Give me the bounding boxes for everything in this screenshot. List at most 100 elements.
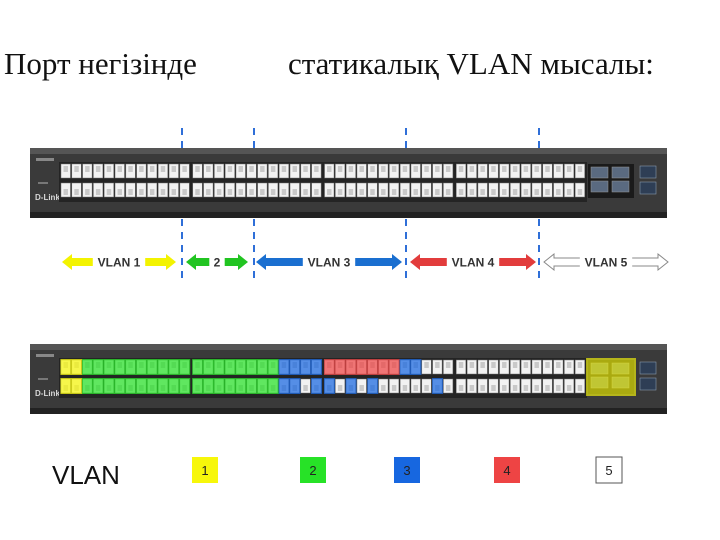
bottom-switch-vlan-overlay [388, 359, 400, 375]
bottom-switch-vlan-overlay [125, 359, 137, 375]
top-switch-port-slot [238, 189, 243, 195]
bottom-switch-vlan-overlay [345, 359, 357, 375]
top-switch-port-slot [359, 166, 364, 172]
top-switch-port-slot [292, 189, 297, 195]
top-switch-port-slot [314, 166, 319, 172]
top-switch-port-slot [566, 189, 572, 195]
top-switch-port-slot [491, 166, 496, 172]
top-switch-port-slot [128, 166, 133, 172]
top-switch-port-slot [85, 166, 90, 172]
bottom-switch-vlan-overlay [432, 378, 444, 394]
top-switch-port-slot [117, 189, 122, 195]
top-switch-port-slot [337, 189, 343, 195]
bottom-switch-port-slot [534, 362, 539, 368]
bottom-switch-port-slot [458, 385, 464, 391]
top-switch-port-slot [435, 189, 440, 195]
top-switch-port-slot [435, 166, 440, 172]
bottom-switch-port-slot [577, 362, 583, 368]
switch-top-body: D-Link [30, 148, 667, 218]
bottom-switch-vlan-overlay [267, 359, 279, 375]
bottom-switch-vlan-overlay [278, 359, 290, 375]
bottom-switch-vlan-overlay [202, 378, 214, 394]
top-switch-port-slot [74, 189, 79, 195]
bottom-switch-vlan-overlay [192, 378, 204, 394]
legend-swatch [595, 456, 623, 484]
top-switch-port-slot [337, 166, 343, 172]
bottom-switch-port-slot [512, 385, 518, 391]
top-switch-port-slot [149, 166, 155, 172]
top-switch-port-slot [95, 189, 101, 195]
top-switch-port-slot [249, 189, 254, 195]
bottom-switch-vlan-overlay [356, 359, 368, 375]
legend-swatch [192, 457, 218, 483]
top-switch-port-slot [348, 166, 354, 172]
bottom-switch-vlan-overlay [146, 378, 158, 394]
bottom-switch-vlan-overlay [224, 359, 236, 375]
bottom-switch-vlan-overlay [136, 359, 148, 375]
vlan-arrow-label-bg [209, 254, 225, 270]
top-switch-port-slot [512, 189, 518, 195]
top-switch-port-slot [458, 166, 464, 172]
vlan-arrow-label-bg [92, 254, 146, 270]
top-switch-status-led [38, 182, 48, 184]
bottom-switch-port-slot [359, 385, 364, 391]
bottom-switch-port-slot [502, 385, 507, 391]
bottom-switch-vlan-overlay [267, 378, 279, 394]
top-switch-console-port [639, 165, 657, 179]
bottom-switch-port-slot [480, 385, 485, 391]
title-part-1: Порт негізінде [4, 46, 197, 81]
bottom-switch-console-port [639, 361, 657, 375]
title-part-2: статикалық VLAN мысалы: [288, 46, 654, 81]
bottom-switch-vlan-overlay [92, 359, 104, 375]
top-switch-port-slot [523, 189, 529, 195]
bottom-switch-port-slot [566, 362, 572, 368]
top-switch-port-slot [195, 189, 200, 195]
bottom-switch-port-slot [469, 362, 475, 368]
vlan-arrow-label: VLAN 4 [452, 256, 495, 270]
top-switch-port-slot [534, 189, 539, 195]
top-switch-port-slot [195, 166, 200, 172]
top-switch-bottom-edge [30, 212, 667, 218]
bottom-switch-vlan-overlay [157, 359, 169, 375]
top-switch-console-port [639, 181, 657, 195]
vlan-arrow-label-bg [579, 254, 633, 270]
top-switch-port-slot [545, 189, 550, 195]
legend-label: 4 [503, 463, 510, 478]
bottom-switch-port-slot [402, 385, 408, 391]
bottom-switch-vlan-overlay [367, 378, 379, 394]
top-switch-port-slot [303, 166, 308, 172]
bottom-switch-port-slot [424, 362, 429, 368]
top-switch-port-slot [556, 166, 561, 172]
bottom-switch-port-slot [556, 385, 561, 391]
bottom-switch-vlan-overlay [179, 359, 191, 375]
bottom-switch-port-slot [566, 385, 572, 391]
top-switch-port-slot [303, 189, 308, 195]
bottom-switch-vlan-overlay [323, 359, 335, 375]
bottom-switch-vlan-overlay [71, 378, 83, 394]
top-switch-port-slot [270, 189, 276, 195]
bottom-switch-vlan-overlay [60, 378, 72, 394]
bottom-switch-port-slot [534, 385, 539, 391]
bottom-switch-vlan-overlay [246, 378, 258, 394]
bottom-switch-vlan-overlay [157, 378, 169, 394]
vlan-arrow-label: VLAN 3 [308, 256, 351, 270]
bottom-switch-vlan-overlay [289, 378, 301, 394]
top-switch-port-slot [182, 166, 187, 172]
bottom-switch-vlan-overlay [146, 359, 158, 375]
top-switch-port-slot [139, 189, 144, 195]
top-switch-port-slot [370, 166, 375, 172]
bottom-switch-vlan-overlay [136, 378, 148, 394]
bottom-switch-vlan-overlay [235, 378, 247, 394]
bottom-switch-bottom-edge [30, 408, 667, 414]
top-switch-port-slot [480, 166, 485, 172]
bottom-switch-vlan-overlay [168, 359, 180, 375]
top-switch-port-slot [292, 166, 297, 172]
top-switch-port-slot [469, 166, 475, 172]
top-switch-port-slot [512, 166, 518, 172]
slide-title: Порт негізінде статикалық VLAN мысалы: [4, 46, 720, 82]
switch-bottom-body: D-Link [30, 344, 667, 414]
top-switch-port-slot [458, 189, 464, 195]
top-switch-port-slot [381, 189, 386, 195]
